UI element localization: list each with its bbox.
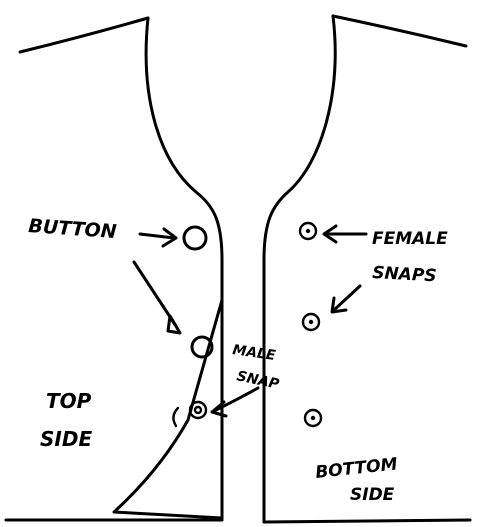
left-front-edge — [146, 18, 222, 520]
button-arrow — [140, 229, 176, 246]
button-label: BUTTON — [28, 215, 118, 243]
female-snap-middle — [303, 314, 319, 330]
left-shoulder-line — [20, 18, 148, 52]
bottom-side-label-line2: SIDE — [350, 485, 395, 505]
right-shoulder-line — [333, 16, 466, 46]
top-side-label-line2: SIDE — [40, 427, 92, 451]
female-snaps-arrow-middle — [332, 286, 360, 312]
right-front-edge — [264, 16, 335, 522]
female-snap-top — [300, 223, 316, 239]
male-snap-arrow — [212, 388, 258, 416]
female-snap-bottom — [305, 410, 321, 426]
right-hem-line — [264, 520, 470, 522]
button-to-flap-arrow — [134, 262, 180, 333]
female-snaps-label-line1: FEMALE — [372, 229, 448, 249]
top-side-label-line1: TOP — [46, 389, 92, 413]
bottom-side-label-line1: BOTTOM — [314, 454, 398, 483]
button-circle — [184, 227, 206, 249]
female-snaps-label-line2: SNAPS — [372, 263, 437, 286]
female-snaps-arrow-top — [324, 226, 366, 242]
male-snap-label-line1: MALE — [231, 342, 276, 364]
